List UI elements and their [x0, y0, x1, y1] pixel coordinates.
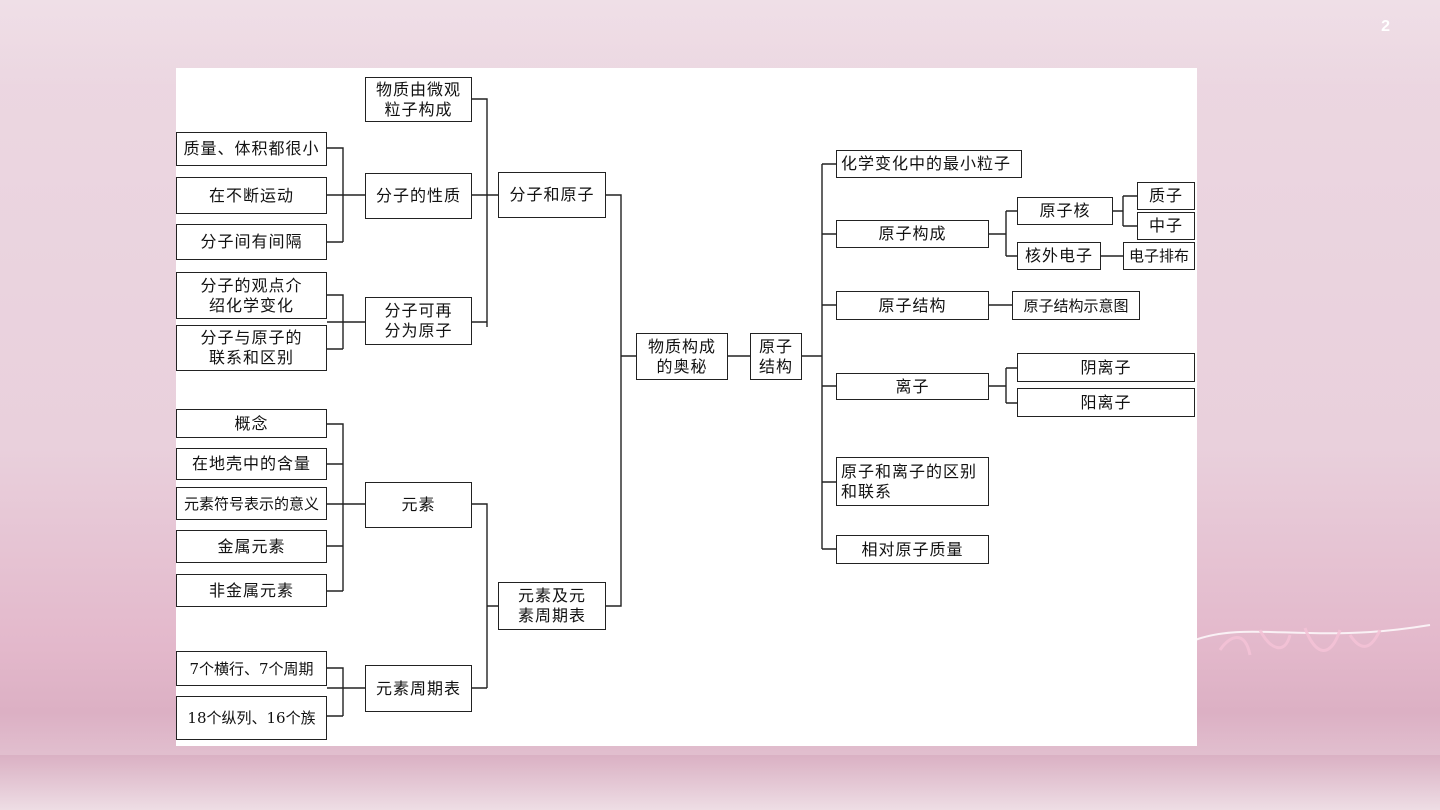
atom-structure-box: 原子 结构	[750, 333, 802, 380]
property-item: 在不断运动	[176, 177, 327, 214]
decorative-swirl-icon	[1194, 624, 1431, 656]
cation-box: 阳离子	[1017, 388, 1195, 417]
electron-arrangement-box: 电子排布	[1123, 242, 1195, 270]
smallest-particle-box: 化学变化中的最小粒子	[836, 150, 1022, 178]
elements-table-box: 元素及元 素周期表	[498, 582, 606, 630]
micro-particles-box: 物质由微观 粒子构成	[365, 77, 472, 122]
molecule-properties-box: 分子的性质	[365, 173, 472, 219]
electrons-box: 核外电子	[1017, 242, 1101, 270]
table-item: 18个纵列、16个族	[176, 696, 327, 740]
proton-box: 质子	[1137, 182, 1195, 210]
connector-lines	[327, 98, 1137, 717]
periodic-table-box: 元素周期表	[365, 665, 472, 712]
anion-box: 阴离子	[1017, 353, 1195, 382]
structure-diagram-box: 原子结构示意图	[1012, 291, 1140, 320]
element-item: 非金属元素	[176, 574, 327, 607]
nucleus-box: 原子核	[1017, 197, 1113, 225]
element-item: 元素符号表示的意义	[176, 487, 327, 520]
property-item: 质量、体积都很小	[176, 132, 327, 166]
table-item: 7个横行、7个周期	[176, 651, 327, 686]
concept-map-panel: 物质由微观 粒子构成 质量、体积都很小 在不断运动 分子间有间隔 分子的性质 分…	[176, 68, 1197, 746]
ion-box: 离子	[836, 373, 989, 400]
atom-ion-difference-box: 原子和离子的区别 和联系	[836, 457, 989, 506]
element-item: 概念	[176, 409, 327, 438]
relative-atomic-mass-box: 相对原子质量	[836, 535, 989, 564]
divisible-item: 分子与原子的 联系和区别	[176, 325, 327, 371]
atom-composition-box: 原子构成	[836, 220, 989, 248]
divisible-item: 分子的观点介 绍化学变化	[176, 272, 327, 319]
element-box: 元素	[365, 482, 472, 528]
atom-structure-detail-box: 原子结构	[836, 291, 989, 320]
neutron-box: 中子	[1137, 212, 1195, 240]
element-item: 金属元素	[176, 530, 327, 563]
molecule-divisible-box: 分子可再 分为原子	[365, 297, 472, 345]
bottom-stripe	[0, 755, 1440, 810]
page-number: 2	[1381, 18, 1390, 35]
element-item: 在地壳中的含量	[176, 448, 327, 480]
molecules-atoms-box: 分子和原子	[498, 172, 606, 218]
root-box: 物质构成 的奥秘	[636, 333, 728, 380]
property-item: 分子间有间隔	[176, 224, 327, 260]
